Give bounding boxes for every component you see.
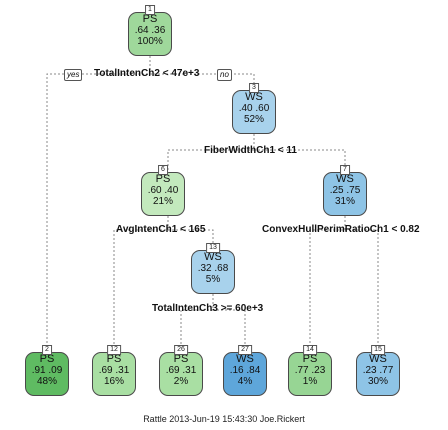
edge-1-2 xyxy=(46,56,151,352)
tree-node-3: 3 WS .40 .60 52% xyxy=(232,83,276,134)
node-class: PS xyxy=(142,13,158,25)
node-percent: 100% xyxy=(137,36,163,47)
node-class: PS xyxy=(106,353,122,365)
edge-1-3 xyxy=(150,73,255,90)
node-percent: 2% xyxy=(173,376,189,387)
edge-3-7 xyxy=(254,149,346,172)
node-probabilities: .25 .75 xyxy=(329,185,361,196)
edge-3-6 xyxy=(167,134,255,172)
tree-leaf-12: 12 PS .69 .31 16% xyxy=(92,345,136,396)
node-class: PS xyxy=(155,173,171,185)
split-label-1: TotalIntenCh2 < 47e+3 xyxy=(94,68,200,79)
node-percent: 21% xyxy=(152,196,173,207)
edge-6-12 xyxy=(113,216,169,352)
node-percent: 30% xyxy=(367,376,388,387)
node-probabilities: .40 .60 xyxy=(238,103,270,114)
node-id: 27 xyxy=(238,345,252,355)
node-percent: 31% xyxy=(334,196,355,207)
tree-leaf-15: 15 WS .23 .77 30% xyxy=(356,345,400,396)
node-class: WS xyxy=(236,353,254,365)
node-id: 14 xyxy=(303,345,317,355)
tree-node-7: 7 WS .25 .75 31% xyxy=(323,165,367,216)
split-label-7: ConvexHullPerimRatioCh1 < 0.82 xyxy=(262,224,420,235)
node-id: 26 xyxy=(174,345,188,355)
node-id: 2 xyxy=(42,345,52,355)
edge-13-27 xyxy=(213,309,246,352)
footer-caption: Rattle 2013-Jun-19 15:43:30 Joe.Rickert xyxy=(143,414,305,424)
no-tag: no xyxy=(217,69,232,81)
node-id: 15 xyxy=(371,345,385,355)
node-probabilities: .60 .40 xyxy=(147,185,179,196)
node-percent: 5% xyxy=(205,274,221,285)
tree-node-1: 1 PS .64 .36 100% xyxy=(128,5,172,56)
node-id: 13 xyxy=(206,243,220,253)
tree-node-13: 13 WS .32 .68 5% xyxy=(191,243,235,294)
split-label-3: FiberWidthCh1 < 11 xyxy=(204,145,297,156)
node-class: PS xyxy=(173,353,189,365)
node-id: 3 xyxy=(249,83,259,93)
node-probabilities: .69 .31 xyxy=(165,365,197,376)
node-class: PS xyxy=(39,353,55,365)
tree-leaf-26: 26 PS .69 .31 2% xyxy=(159,345,203,396)
node-percent: 4% xyxy=(237,376,253,387)
node-probabilities: .16 .84 xyxy=(229,365,261,376)
node-id: 12 xyxy=(107,345,121,355)
node-class: WS xyxy=(336,173,354,185)
node-percent: 1% xyxy=(302,376,318,387)
edge-7-14 xyxy=(309,216,346,352)
node-id: 1 xyxy=(145,5,155,15)
tree-leaf-2: 2 PS .91 .09 48% xyxy=(25,345,69,396)
node-class: WS xyxy=(204,251,222,263)
edge-13-26 xyxy=(180,294,214,352)
split-label-6: AvgIntenCh1 < 165 xyxy=(116,224,206,235)
split-label-13: TotalIntenCh3 >= 60e+3 xyxy=(152,303,264,314)
node-probabilities: .77 .23 xyxy=(294,365,326,376)
node-probabilities: .64 .36 xyxy=(134,25,166,36)
node-percent: 48% xyxy=(36,376,57,387)
node-probabilities: .69 .31 xyxy=(98,365,130,376)
node-class: WS xyxy=(369,353,387,365)
edge-7-15 xyxy=(345,229,379,352)
tree-leaf-27: 27 WS .16 .84 4% xyxy=(223,345,267,396)
node-id: 7 xyxy=(340,165,350,175)
tree-node-6: 6 PS .60 .40 21% xyxy=(141,165,185,216)
node-percent: 16% xyxy=(103,376,124,387)
node-probabilities: .32 .68 xyxy=(197,263,229,274)
node-probabilities: .91 .09 xyxy=(31,365,63,376)
edge-6-13 xyxy=(168,229,214,250)
node-class: PS xyxy=(302,353,318,365)
node-probabilities: .23 .77 xyxy=(362,365,394,376)
node-id: 6 xyxy=(158,165,168,175)
tree-leaf-14: 14 PS .77 .23 1% xyxy=(288,345,332,396)
yes-tag: yes xyxy=(64,69,83,81)
node-class: WS xyxy=(245,91,263,103)
node-percent: 52% xyxy=(243,114,264,125)
